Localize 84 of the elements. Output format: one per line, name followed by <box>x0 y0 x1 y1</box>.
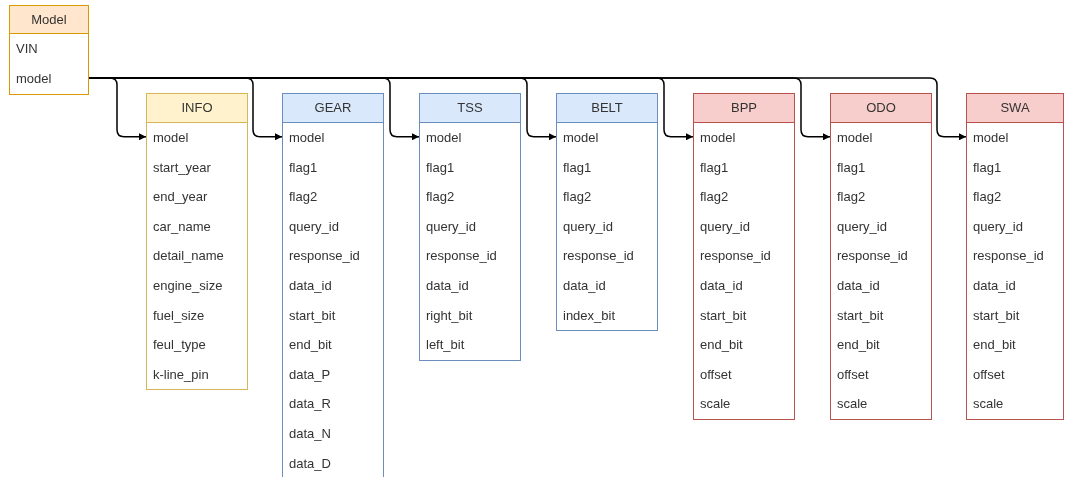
field-name: flag2 <box>700 188 729 207</box>
field-name: response_id <box>289 247 360 266</box>
table-title: SWA <box>1000 99 1030 118</box>
table-box <box>556 93 658 332</box>
field-name: query_id <box>973 217 1023 236</box>
field-name: start_bit <box>700 306 747 325</box>
table-title: INFO <box>181 99 213 118</box>
table-box <box>9 5 89 95</box>
field-name: end_bit <box>700 336 743 355</box>
field-name: flag1 <box>837 158 866 177</box>
field-name: flag2 <box>973 188 1002 207</box>
field-name: fuel_size <box>153 306 205 325</box>
field-name: flag1 <box>973 158 1002 177</box>
field-name: car_name <box>153 217 211 236</box>
field-name: model <box>16 70 52 89</box>
field-name: end_bit <box>837 336 880 355</box>
field-name: data_id <box>973 277 1016 295</box>
field-name: response_id <box>837 247 908 266</box>
table-box <box>282 93 384 477</box>
table-box <box>966 93 1064 420</box>
field-name: left_bit <box>426 336 465 355</box>
field-name: query_id <box>563 217 613 236</box>
field-name: data_N <box>289 425 331 443</box>
table-title: GEAR <box>314 99 352 118</box>
field-name: data_R <box>289 395 331 414</box>
field-name: VIN <box>16 40 38 59</box>
field-name: scale <box>837 395 868 414</box>
field-name: data_id <box>426 277 469 295</box>
field-name: flag1 <box>289 158 318 177</box>
field-name: response_id <box>700 247 771 266</box>
field-name: flag1 <box>563 158 592 177</box>
field-name: detail_name <box>153 247 224 266</box>
field-name: end_bit <box>973 336 1016 355</box>
field-name: start_year <box>153 158 211 177</box>
table-title: BPP <box>731 99 757 118</box>
field-name: data_id <box>563 277 606 295</box>
field-name: flag1 <box>700 158 729 177</box>
field-name: flag2 <box>289 188 318 207</box>
table-box <box>830 93 932 420</box>
field-name: response_id <box>973 247 1044 266</box>
field-name: start_bit <box>289 306 336 325</box>
field-name: start_bit <box>837 306 884 325</box>
table-box <box>419 93 521 361</box>
table-title: TSS <box>457 99 483 118</box>
field-name: data_id <box>700 277 743 295</box>
field-name: query_id <box>837 217 887 236</box>
field-name: scale <box>973 395 1004 414</box>
table-box <box>146 93 248 391</box>
field-name: model <box>426 129 462 148</box>
field-name: data_id <box>837 277 880 295</box>
field-name: feul_type <box>153 336 206 355</box>
field-name: k-line_pin <box>153 365 209 384</box>
field-name: response_id <box>563 247 634 266</box>
field-name: engine_size <box>153 277 223 295</box>
field-name: data_D <box>289 454 331 473</box>
field-name: model <box>289 129 325 148</box>
field-name: offset <box>700 365 732 384</box>
field-name: model <box>973 129 1009 148</box>
field-name: index_bit <box>563 306 616 325</box>
field-name: start_bit <box>973 306 1020 325</box>
field-name: data_id <box>289 277 332 295</box>
table-title: Model <box>31 10 67 29</box>
field-name: response_id <box>426 247 497 266</box>
field-name: query_id <box>700 217 750 236</box>
field-name: end_bit <box>289 336 332 355</box>
field-name: scale <box>700 395 731 414</box>
field-name: flag1 <box>426 158 455 177</box>
table-box <box>693 93 795 420</box>
field-name: query_id <box>426 217 476 236</box>
field-name: right_bit <box>426 306 473 325</box>
table-title: ODO <box>866 99 896 118</box>
table-title: BELT <box>591 99 623 118</box>
field-name: data_P <box>289 365 331 384</box>
field-name: query_id <box>289 217 339 236</box>
field-name: flag2 <box>426 188 455 207</box>
field-name: model <box>153 129 189 148</box>
field-name: offset <box>973 365 1005 384</box>
field-name: offset <box>837 365 869 384</box>
field-name: flag2 <box>563 188 592 207</box>
field-name: end_year <box>153 188 208 207</box>
field-name: model <box>837 129 873 148</box>
field-name: model <box>700 129 736 148</box>
field-name: model <box>563 129 599 148</box>
field-name: flag2 <box>837 188 866 207</box>
